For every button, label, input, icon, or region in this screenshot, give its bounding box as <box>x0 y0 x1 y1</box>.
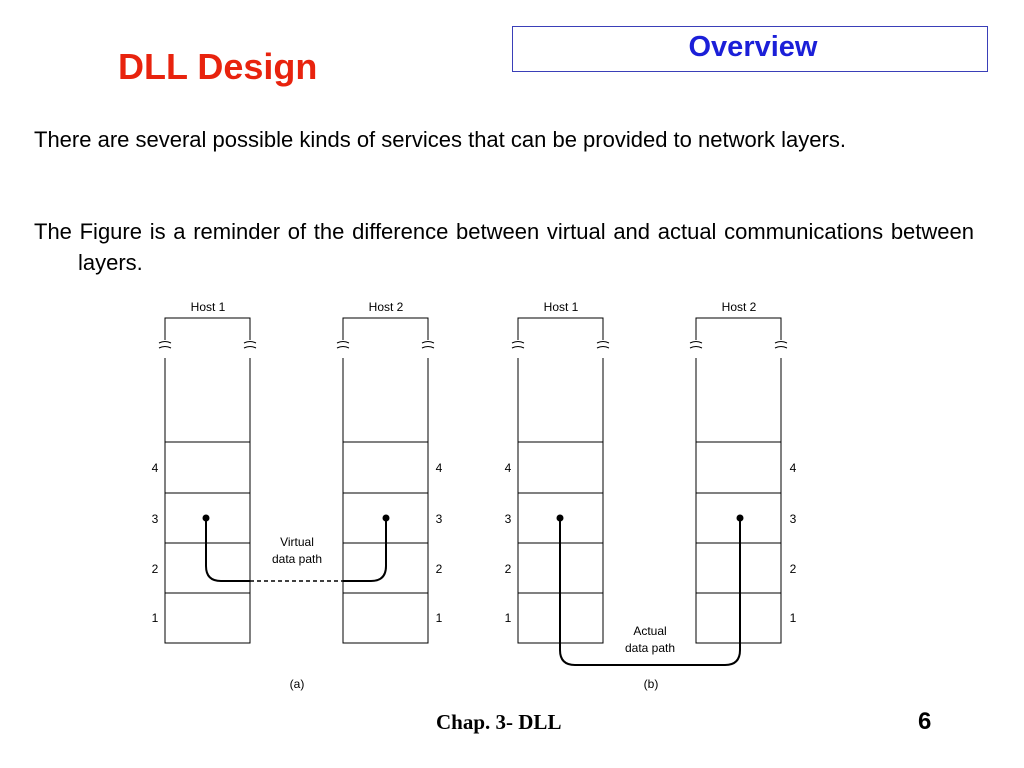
layer-number: 3 <box>790 512 797 526</box>
actual-path-line <box>559 518 741 666</box>
layer-number: 4 <box>436 461 443 475</box>
layer-number: 2 <box>790 562 797 576</box>
layer-number: 2 <box>436 562 443 576</box>
actual-path-label-line1: Actual <box>633 624 666 638</box>
layer-number: 1 <box>790 611 797 625</box>
layer-number: 3 <box>152 512 159 526</box>
layer-number: 1 <box>436 611 443 625</box>
layer-number: 2 <box>505 562 512 576</box>
caption-a: (a) <box>290 677 305 691</box>
virtual-path-label-line2: data path <box>272 552 322 566</box>
section-label-box: Overview <box>512 26 988 72</box>
footer-chapter: Chap. 3- DLL <box>436 710 562 734</box>
panel-a-host1-label: Host 1 <box>191 300 226 314</box>
panel-b-host2-label: Host 2 <box>722 300 757 314</box>
paragraph-services: There are several possible kinds of serv… <box>34 127 846 152</box>
panel-b-host2-stack <box>689 317 788 644</box>
layer-number: 3 <box>436 512 443 526</box>
virtual-path-line <box>205 518 250 582</box>
section-label: Overview <box>688 31 818 63</box>
slide-title: DLL Design <box>118 46 318 87</box>
layer-number: 1 <box>152 611 159 625</box>
layer-number: 4 <box>152 461 159 475</box>
layer-number: 4 <box>505 461 512 475</box>
layer-number: 1 <box>505 611 512 625</box>
panel-a-host2-label: Host 2 <box>369 300 404 314</box>
paragraph-figure-reminder: The Figure is a reminder of the differen… <box>34 219 974 275</box>
layer-number: 4 <box>790 461 797 475</box>
actual-path-label-line2: data path <box>625 641 675 655</box>
panel-b-host1-label: Host 1 <box>544 300 579 314</box>
virtual-path-label-line1: Virtual <box>280 535 314 549</box>
layer-number: 3 <box>505 512 512 526</box>
caption-b: (b) <box>644 677 659 691</box>
panel-a-host2-stack <box>336 317 435 644</box>
layer-number: 2 <box>152 562 159 576</box>
page-number: 6 <box>918 708 932 735</box>
panel-a-host1-stack <box>158 317 257 644</box>
